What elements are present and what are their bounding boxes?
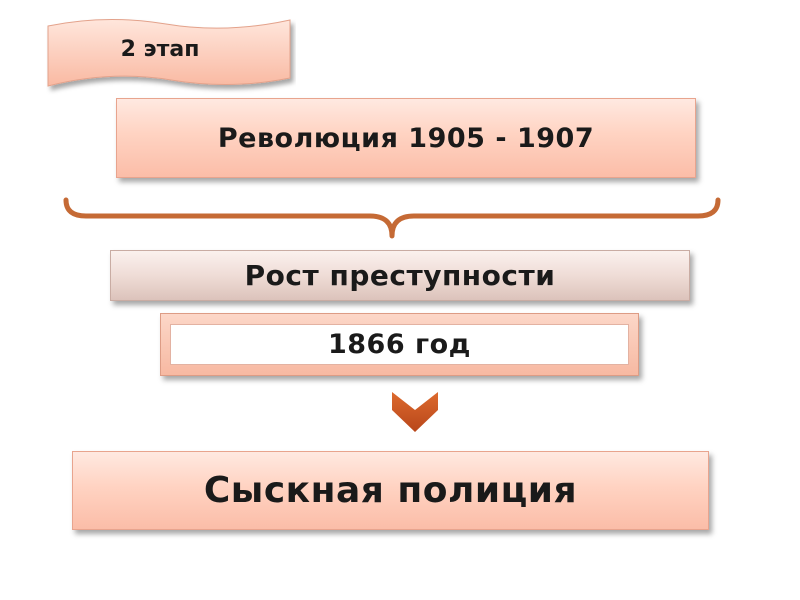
stage-label: 2 этап [120, 36, 200, 62]
year-label: 1866 год [327, 329, 471, 360]
revolution-label: Революция 1905 - 1907 [217, 122, 595, 154]
chevron-down-icon [392, 392, 438, 432]
curly-brace [63, 197, 721, 239]
stage-banner: 2 этап [46, 16, 296, 98]
year-box: 1866 год [160, 313, 639, 376]
revolution-box: Революция 1905 - 1907 [116, 98, 696, 178]
crime-growth-box: Рост преступности [110, 250, 690, 301]
detective-police-label: Сыскная полиция [203, 470, 578, 511]
detective-police-box: Сыскная полиция [72, 451, 709, 530]
year-box-inner: 1866 год [170, 324, 629, 365]
stage-banner-shape [47, 18, 291, 87]
crime-growth-label: Рост преступности [244, 259, 556, 292]
